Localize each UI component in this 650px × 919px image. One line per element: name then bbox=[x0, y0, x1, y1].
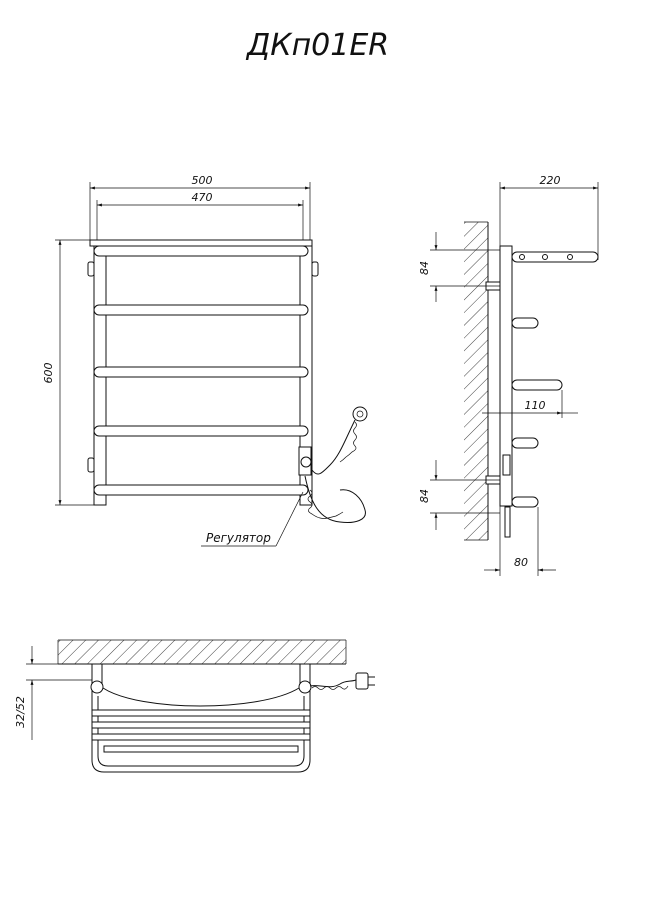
dim-height: 600 bbox=[42, 363, 55, 384]
top-view: 32/52 bbox=[14, 639, 375, 773]
dim-width-inner: 470 bbox=[192, 191, 213, 204]
ceiling-wall-hatch bbox=[58, 640, 346, 664]
mount-bracket bbox=[87, 457, 95, 473]
shelf-arm bbox=[511, 251, 599, 263]
mount-bracket bbox=[87, 261, 95, 277]
dim-width-outer: 500 bbox=[192, 174, 213, 187]
dim-depth: 220 bbox=[540, 174, 561, 187]
crossbar bbox=[93, 484, 309, 496]
top-shelf-bar bbox=[93, 245, 309, 257]
wall-hatch bbox=[464, 222, 488, 540]
side-rail bbox=[499, 245, 513, 507]
crossbar-stub bbox=[511, 437, 539, 449]
plug-icon bbox=[352, 406, 368, 422]
crossbar bbox=[93, 304, 309, 316]
side-view: 220 84 84 110 bbox=[418, 174, 599, 576]
shelf-arc bbox=[102, 687, 300, 707]
crossbar-stub bbox=[511, 317, 539, 329]
regulator-knob bbox=[300, 456, 312, 468]
crossbar-stub bbox=[511, 379, 563, 391]
dim-mount-top: 84 bbox=[418, 261, 431, 275]
crossbar bbox=[93, 366, 309, 378]
regulator-cable bbox=[304, 475, 366, 523]
dim-wall-gap: 32/52 bbox=[14, 696, 27, 728]
dim-bottom-offset: 80 bbox=[514, 556, 528, 569]
drawing-title: ДКп01ER bbox=[245, 28, 389, 63]
top-plug-icon bbox=[355, 672, 369, 690]
regulator-label: Регулятор bbox=[206, 531, 271, 545]
dim-mount-bottom: 84 bbox=[418, 489, 431, 503]
dim-offset: 110 bbox=[525, 399, 546, 412]
crossbar-stub bbox=[511, 496, 539, 508]
top-cable bbox=[309, 679, 357, 688]
top-frame bbox=[91, 690, 311, 773]
crossbar bbox=[93, 425, 309, 437]
heater-body bbox=[502, 454, 511, 476]
power-cable bbox=[311, 419, 356, 475]
front-view: 500 470 600 bbox=[42, 174, 368, 547]
mount-bracket bbox=[311, 261, 319, 277]
top-shelf bbox=[89, 239, 313, 247]
heater-plug bbox=[504, 506, 511, 538]
